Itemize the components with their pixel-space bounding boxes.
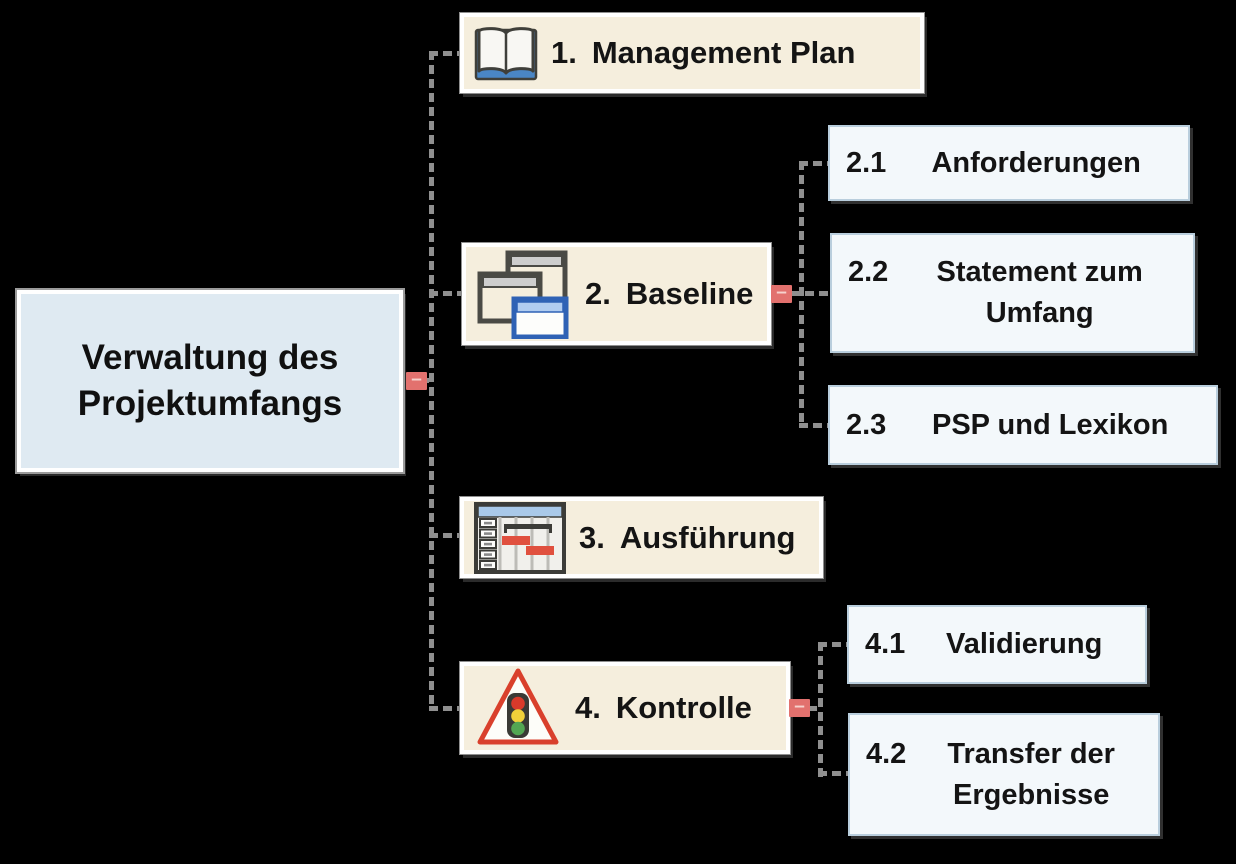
main-topic-kontrolle[interactable]: 4. Kontrolle bbox=[459, 661, 791, 755]
connector-kontrolle-trunk bbox=[818, 642, 823, 778]
cascading-windows-icon bbox=[476, 249, 572, 339]
traffic-light-warning-icon bbox=[474, 666, 562, 750]
topic-number: 2.1 bbox=[846, 146, 887, 179]
connector-to-topic-2-1 bbox=[799, 161, 828, 166]
main-topic-management-plan[interactable]: 1. Management Plan bbox=[459, 12, 925, 94]
connector-to-topic-2 bbox=[429, 291, 462, 296]
topic-label: Statement zum Umfang bbox=[936, 256, 1143, 329]
topic-label: Anforderungen bbox=[931, 146, 1141, 179]
topic-number: 2.3 bbox=[846, 408, 887, 441]
topic-number: 2. bbox=[585, 276, 611, 311]
topic-label: PSP und Lexikon bbox=[931, 408, 1169, 441]
collapse-button-root[interactable]: – bbox=[406, 370, 427, 390]
collapse-button-kontrolle[interactable]: – bbox=[789, 697, 810, 717]
topic-number: 4.1 bbox=[865, 628, 906, 661]
open-book-icon bbox=[474, 23, 538, 83]
topic-number: 1. bbox=[551, 35, 577, 70]
topic-number: 3. bbox=[579, 519, 605, 555]
main-topic-ausfuehrung[interactable]: 3. Ausführung bbox=[459, 496, 824, 579]
topic-label: Validierung bbox=[946, 628, 1103, 661]
root-topic-label: Verwaltung des Projektumfangs bbox=[77, 337, 343, 423]
connector-baseline-trunk bbox=[799, 161, 804, 427]
topic-label: Transfer der Ergebnisse bbox=[947, 737, 1115, 811]
connector-baseline-to-trunk bbox=[791, 291, 832, 296]
connector-kontrolle-to-trunk bbox=[808, 706, 820, 711]
topic-label: Baseline bbox=[625, 276, 754, 311]
connector-to-topic-2-3 bbox=[799, 423, 828, 428]
connector-to-topic-1 bbox=[429, 51, 460, 56]
connector-to-topic-4 bbox=[429, 706, 460, 711]
topic-number: 4.2 bbox=[866, 737, 907, 770]
connector-to-topic-3 bbox=[429, 533, 460, 538]
topic-label: Ausführung bbox=[619, 519, 796, 555]
subtopic-transfer-der-ergebnisse[interactable]: 4.2 Transfer der Ergebnisse bbox=[848, 713, 1160, 836]
subtopic-psp-und-lexikon[interactable]: 2.3 PSP und Lexikon bbox=[828, 385, 1218, 465]
connector-main-trunk bbox=[429, 51, 434, 711]
collapse-button-baseline[interactable]: – bbox=[771, 283, 792, 303]
root-topic[interactable]: Verwaltung des Projektumfangs bbox=[15, 288, 405, 474]
subtopic-statement-zum-umfang[interactable]: 2.2 Statement zum Umfang bbox=[830, 233, 1195, 353]
topic-label: Management Plan bbox=[591, 35, 856, 70]
main-topic-baseline[interactable]: 2. Baseline bbox=[461, 242, 772, 346]
subtopic-validierung[interactable]: 4.1 Validierung bbox=[847, 605, 1147, 684]
topic-label: Kontrolle bbox=[615, 690, 752, 725]
gantt-chart-icon bbox=[474, 501, 566, 574]
connector-to-topic-4-1 bbox=[818, 642, 848, 647]
connector-to-topic-4-2 bbox=[818, 771, 848, 776]
topic-number: 4. bbox=[575, 690, 601, 725]
topic-number: 2.2 bbox=[848, 256, 889, 289]
subtopic-anforderungen[interactable]: 2.1 Anforderungen bbox=[828, 125, 1190, 201]
